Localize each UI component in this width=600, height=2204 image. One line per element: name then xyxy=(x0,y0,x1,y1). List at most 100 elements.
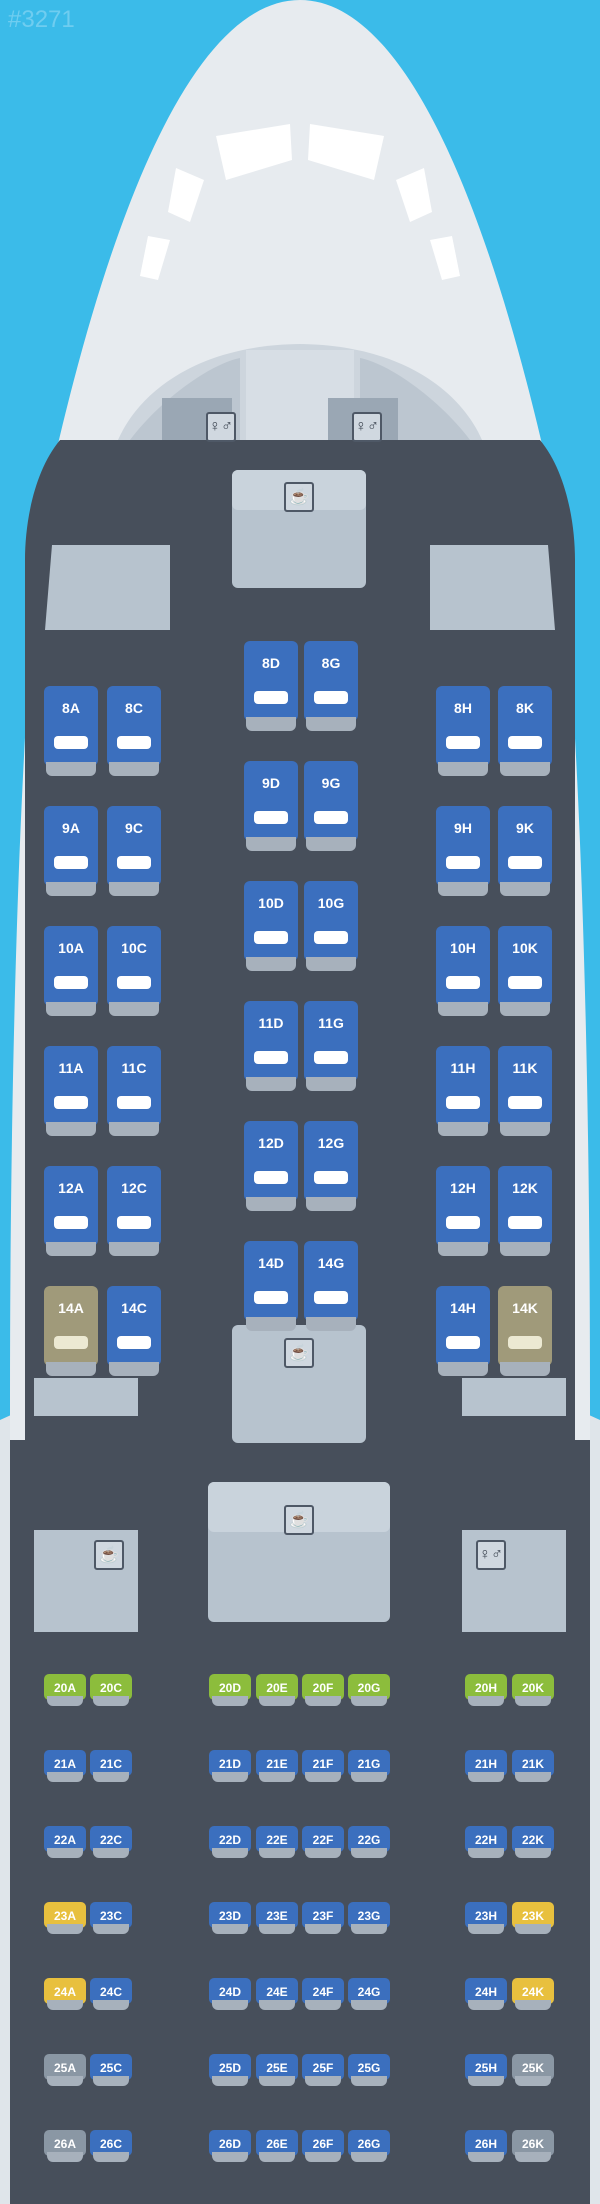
seat-10a[interactable]: 10A xyxy=(44,926,98,1016)
seat-25h[interactable]: 25H xyxy=(465,2054,507,2086)
seat-14h[interactable]: 14H xyxy=(436,1286,490,1376)
seat-10k[interactable]: 10K xyxy=(498,926,552,1016)
seat-20f[interactable]: 20F xyxy=(302,1674,344,1706)
seat-9h[interactable]: 9H xyxy=(436,806,490,896)
seat-21c[interactable]: 21C xyxy=(90,1750,132,1782)
seat-11a[interactable]: 11A xyxy=(44,1046,98,1136)
seat-label: 21G xyxy=(357,1757,381,1771)
seat-26k[interactable]: 26K xyxy=(512,2130,554,2162)
seat-26h[interactable]: 26H xyxy=(465,2130,507,2162)
seat-22f[interactable]: 22F xyxy=(302,1826,344,1858)
seat-14c[interactable]: 14C xyxy=(107,1286,161,1376)
seat-25f[interactable]: 25F xyxy=(302,2054,344,2086)
seat-21d[interactable]: 21D xyxy=(209,1750,251,1782)
seat-22k[interactable]: 22K xyxy=(512,1826,554,1858)
seat-12d[interactable]: 12D xyxy=(244,1121,298,1211)
seat-21e[interactable]: 21E xyxy=(256,1750,298,1782)
seat-10d[interactable]: 10D xyxy=(244,881,298,971)
seat-14k[interactable]: 14K xyxy=(498,1286,552,1376)
seat-20h[interactable]: 20H xyxy=(465,1674,507,1706)
seat-25d[interactable]: 25D xyxy=(209,2054,251,2086)
seat-11h[interactable]: 11H xyxy=(436,1046,490,1136)
seat-26f[interactable]: 26F xyxy=(302,2130,344,2162)
seat-23e[interactable]: 23E xyxy=(256,1902,298,1934)
seat-9d[interactable]: 9D xyxy=(244,761,298,851)
seat-23g[interactable]: 23G xyxy=(348,1902,390,1934)
seat-20a[interactable]: 20A xyxy=(44,1674,86,1706)
seat-12c[interactable]: 12C xyxy=(107,1166,161,1256)
seat-label: 14A xyxy=(58,1300,84,1316)
seat-26d[interactable]: 26D xyxy=(209,2130,251,2162)
seat-24d[interactable]: 24D xyxy=(209,1978,251,2010)
seat-8d[interactable]: 8D xyxy=(244,641,298,731)
seat-12g[interactable]: 12G xyxy=(304,1121,358,1211)
seat-25e[interactable]: 25E xyxy=(256,2054,298,2086)
seat-21k[interactable]: 21K xyxy=(512,1750,554,1782)
seat-26g[interactable]: 26G xyxy=(348,2130,390,2162)
seat-10h[interactable]: 10H xyxy=(436,926,490,1016)
seat-14a[interactable]: 14A xyxy=(44,1286,98,1376)
seat-14g[interactable]: 14G xyxy=(304,1241,358,1331)
seat-9k[interactable]: 9K xyxy=(498,806,552,896)
seat-23a[interactable]: 23A xyxy=(44,1902,86,1934)
seat-20k[interactable]: 20K xyxy=(512,1674,554,1706)
seat-20d[interactable]: 20D xyxy=(209,1674,251,1706)
seat-22a[interactable]: 22A xyxy=(44,1826,86,1858)
seat-21g[interactable]: 21G xyxy=(348,1750,390,1782)
seat-11d[interactable]: 11D xyxy=(244,1001,298,1091)
seat-26c[interactable]: 26C xyxy=(90,2130,132,2162)
seat-20g[interactable]: 20G xyxy=(348,1674,390,1706)
seat-25k[interactable]: 25K xyxy=(512,2054,554,2086)
seat-24h[interactable]: 24H xyxy=(465,1978,507,2010)
seat-25c[interactable]: 25C xyxy=(90,2054,132,2086)
seat-14d[interactable]: 14D xyxy=(244,1241,298,1331)
seat-8k[interactable]: 8K xyxy=(498,686,552,776)
seat-20c[interactable]: 20C xyxy=(90,1674,132,1706)
seat-10c[interactable]: 10C xyxy=(107,926,161,1016)
seat-22g[interactable]: 22G xyxy=(348,1826,390,1858)
seat-22c[interactable]: 22C xyxy=(90,1826,132,1858)
seat-26a[interactable]: 26A xyxy=(44,2130,86,2162)
seat-label: 11D xyxy=(258,1015,284,1031)
seat-11g[interactable]: 11G xyxy=(304,1001,358,1091)
seat-25g[interactable]: 25G xyxy=(348,2054,390,2086)
seat-20e[interactable]: 20E xyxy=(256,1674,298,1706)
seat-23k[interactable]: 23K xyxy=(512,1902,554,1934)
seat-cushion-icon xyxy=(117,856,151,869)
seat-23c[interactable]: 23C xyxy=(90,1902,132,1934)
seat-9a[interactable]: 9A xyxy=(44,806,98,896)
seat-23h[interactable]: 23H xyxy=(465,1902,507,1934)
seat-24e[interactable]: 24E xyxy=(256,1978,298,2010)
seat-cushion-icon xyxy=(54,1216,88,1229)
seat-10g[interactable]: 10G xyxy=(304,881,358,971)
seat-22d[interactable]: 22D xyxy=(209,1826,251,1858)
seat-12k[interactable]: 12K xyxy=(498,1166,552,1256)
seat-23f[interactable]: 23F xyxy=(302,1902,344,1934)
seat-8a[interactable]: 8A xyxy=(44,686,98,776)
seat-23d[interactable]: 23D xyxy=(209,1902,251,1934)
seat-8g[interactable]: 8G xyxy=(304,641,358,731)
seat-21f[interactable]: 21F xyxy=(302,1750,344,1782)
seat-9c[interactable]: 9C xyxy=(107,806,161,896)
seat-24a[interactable]: 24A xyxy=(44,1978,86,2010)
seat-12a[interactable]: 12A xyxy=(44,1166,98,1256)
seat-21a[interactable]: 21A xyxy=(44,1750,86,1782)
seat-24g[interactable]: 24G xyxy=(348,1978,390,2010)
seat-8h[interactable]: 8H xyxy=(436,686,490,776)
seat-22h[interactable]: 22H xyxy=(465,1826,507,1858)
lavatory-icon: ♀♂ xyxy=(352,412,382,442)
seat-24c[interactable]: 24C xyxy=(90,1978,132,2010)
seat-21h[interactable]: 21H xyxy=(465,1750,507,1782)
seat-label: 22D xyxy=(218,1833,241,1847)
seat-8c[interactable]: 8C xyxy=(107,686,161,776)
seat-11c[interactable]: 11C xyxy=(107,1046,161,1136)
seat-26e[interactable]: 26E xyxy=(256,2130,298,2162)
seat-11k[interactable]: 11K xyxy=(498,1046,552,1136)
seat-9g[interactable]: 9G xyxy=(304,761,358,851)
seat-24k[interactable]: 24K xyxy=(512,1978,554,2010)
seat-12h[interactable]: 12H xyxy=(436,1166,490,1256)
seat-24f[interactable]: 24F xyxy=(302,1978,344,2010)
seat-22e[interactable]: 22E xyxy=(256,1826,298,1858)
seat-25a[interactable]: 25A xyxy=(44,2054,86,2086)
seat-label: 8A xyxy=(62,700,80,716)
